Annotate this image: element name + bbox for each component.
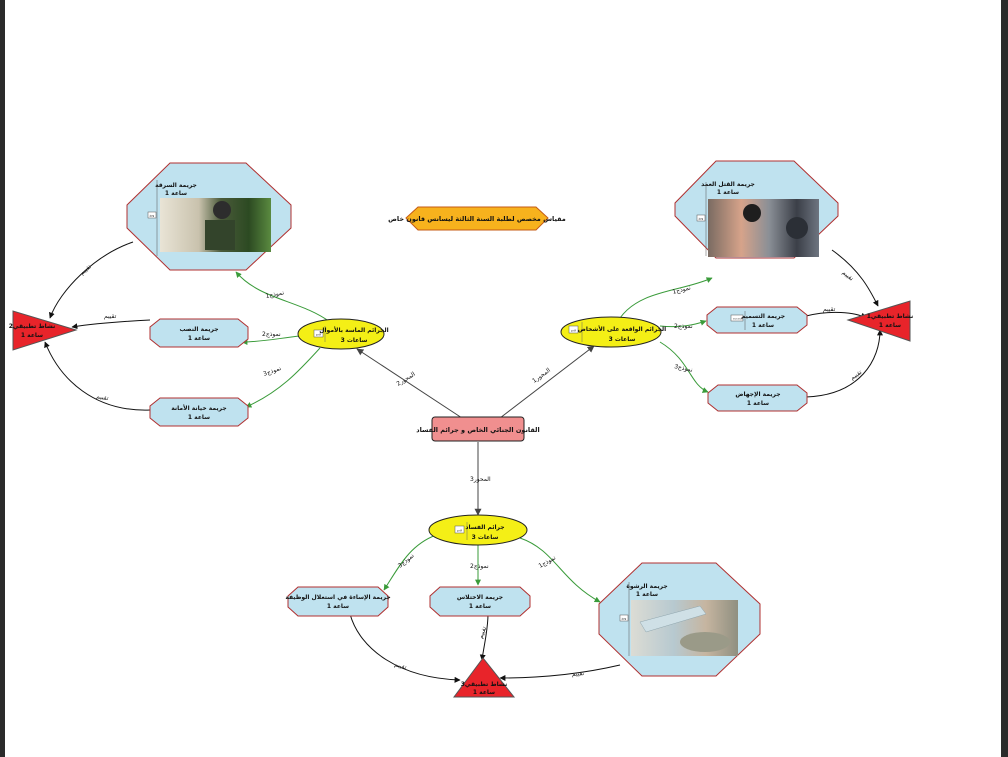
- abortion-title: جريمة الإجهاض: [735, 391, 780, 398]
- murder-hours: ساعة 1: [717, 189, 739, 196]
- center-label: القانون الجنائي الخاص و جرائم الفساد: [416, 426, 539, 434]
- image-icon[interactable]: [619, 614, 629, 622]
- poison-title: جريمة التسميم: [741, 313, 785, 320]
- edge-label-eval-abortion: تقييم: [849, 369, 863, 382]
- corruption-connectors: [383, 534, 601, 603]
- breach-node[interactable]: جريمة خيانة الأمانة ساعة 1: [149, 397, 249, 427]
- abortion-node[interactable]: جريمة الإجهاض ساعة 1: [707, 384, 808, 412]
- property-hours: ساعات 3: [341, 337, 368, 344]
- abuse-node[interactable]: جريمة الإساءة في استغلال الوظيفة ساعة 1: [285, 586, 391, 617]
- murder-title: جريمة القتل العمد: [701, 181, 755, 188]
- pdf-icon[interactable]: [313, 329, 324, 338]
- poison-code-text: ccccc: [733, 317, 742, 321]
- persons-hours: ساعات 3: [609, 336, 636, 343]
- evaluation-connectors: [44, 241, 883, 683]
- page-border-left: [0, 0, 5, 757]
- center-connectors: [356, 345, 595, 516]
- edge-label-eval-embezzle: تقييم: [477, 625, 488, 639]
- corruption-hours: ساعات 3: [472, 534, 499, 541]
- page: [5, 0, 1001, 757]
- bribery-node[interactable]: جريمة الرشوة ساعة 1 jpg: [598, 562, 761, 677]
- corruption-activity-hours: ساعة 1: [473, 689, 495, 696]
- property-title: الجرائم الماسة بالأموال: [319, 326, 388, 334]
- pdf-icon[interactable]: [568, 325, 579, 334]
- edge-label-corr-model1: نموذج1: [538, 554, 558, 570]
- pdf-badge: pdf: [316, 333, 322, 337]
- edge-label-eval-breach: تقييم: [96, 393, 110, 402]
- poison-node[interactable]: ccccc جريمة التسميم ساعة 1: [706, 306, 808, 334]
- edge-label-eval-theft: تقييم: [79, 263, 93, 276]
- pdf-badge: pdf: [457, 529, 463, 533]
- edge-label-pers-model3: نموذج3: [674, 363, 694, 374]
- jpg-badge: jpg: [621, 617, 627, 621]
- edge-label-eval-fraud: تقييم: [104, 313, 117, 320]
- persons-connectors: [619, 277, 713, 393]
- persons-title: الجرائم الواقعة على الأشخاص: [578, 325, 666, 333]
- corruption-group-node[interactable]: pdf جرائم الفساد ساعات 3: [428, 514, 528, 546]
- edge-label-corr-model2: نموذج2: [470, 563, 489, 570]
- corruption-title: جرائم الفساد: [465, 524, 504, 531]
- theft-hours: ساعة 1: [165, 190, 187, 197]
- poison-hours: ساعة 1: [752, 322, 774, 329]
- edge-label-prop-model1: نموذج1: [265, 289, 285, 300]
- edge-label-eval-murder: تقييم: [841, 269, 855, 282]
- corruption-activity-node[interactable]: نشاط تطبيقي3 ساعة 1: [453, 657, 516, 698]
- abuse-hours: ساعة 1: [327, 603, 349, 610]
- fraud-hours: ساعة 1: [188, 335, 210, 342]
- pdf-icon[interactable]: [454, 525, 465, 534]
- edge-label-corr-model3: نموذج3: [397, 552, 416, 570]
- murder-node[interactable]: جريمة القتل العمد ساعة 1 jpg: [674, 160, 839, 259]
- edge-label-prop-model3: نموذج3: [262, 365, 282, 378]
- jpg-badge: jpg: [149, 214, 155, 218]
- page-border-right: [1001, 0, 1008, 757]
- breach-title: جريمة خيانة الأمانة: [171, 404, 226, 412]
- property-activity-node[interactable]: نشاط تطبيقي2 ساعة 1: [9, 310, 78, 351]
- map-title-node[interactable]: مقياس مخصص لطلبة السنة الثالثة ليسانس قا…: [388, 206, 566, 231]
- breach-hours: ساعة 1: [188, 414, 210, 421]
- corruption-activity-title: نشاط تطبيقي3: [461, 681, 508, 688]
- bribery-title: جريمة الرشوة: [626, 583, 667, 590]
- edge-label-pers-model2: نموذج2: [674, 323, 693, 330]
- poison-code-badge[interactable]: [730, 314, 744, 322]
- edge-label-eval-poison: تقييم: [823, 306, 836, 313]
- image-icon[interactable]: [147, 211, 157, 219]
- persons-activity-node[interactable]: نشاط تطبيقي1 ساعة 1: [846, 300, 914, 342]
- edge-label-eval-abuse: تقييم: [393, 661, 407, 671]
- theft-node[interactable]: جريمة السرقة ساعة 1 jpg: [126, 162, 292, 271]
- abortion-hours: ساعة 1: [747, 400, 769, 407]
- image-icon[interactable]: [696, 214, 706, 222]
- persons-activity-hours: ساعة 1: [879, 322, 901, 329]
- property-activity-title: نشاط تطبيقي2: [9, 323, 56, 330]
- property-activity-hours: ساعة 1: [21, 332, 43, 339]
- abuse-title: جريمة الإساءة في استغلال الوظيفة: [285, 594, 390, 601]
- persons-activity-title: نشاط تطبيقي1: [867, 313, 914, 320]
- pdf-badge: pdf: [571, 329, 577, 333]
- edge-label-pers-model1: نموذج1: [672, 284, 692, 296]
- embezzle-hours: ساعة 1: [469, 603, 491, 610]
- theft-title: جريمة السرقة: [155, 182, 197, 189]
- map-title: مقياس مخصص لطلبة السنة الثالثة ليسانس قا…: [388, 215, 566, 223]
- bribery-hours: ساعة 1: [636, 591, 658, 598]
- persons-group-node[interactable]: pdf الجرائم الواقعة على الأشخاص ساعات 3: [560, 316, 666, 348]
- property-connectors: [235, 271, 331, 408]
- embezzle-title: جريمة الاختلاس: [457, 594, 503, 601]
- center-node[interactable]: القانون الجنائي الخاص و جرائم الفساد: [416, 416, 540, 442]
- edge-label-eval-bribery: تقييم: [572, 670, 585, 678]
- embezzle-node[interactable]: جريمة الاختلاس ساعة 1: [429, 586, 531, 617]
- fraud-title: جريمة النصب: [179, 326, 218, 333]
- axis2-label: المحور2: [395, 371, 417, 388]
- axis1-label: المحور1: [531, 367, 552, 385]
- edge-label-prop-model2: نموذج2: [262, 331, 281, 338]
- jpg-badge: jpg: [698, 217, 704, 221]
- fraud-node[interactable]: جريمة النصب ساعة 1: [149, 318, 249, 348]
- property-group-node[interactable]: pdf الجرائم الماسة بالأموال ساعات 3: [297, 318, 389, 350]
- axis3-label: المحور3: [470, 476, 491, 483]
